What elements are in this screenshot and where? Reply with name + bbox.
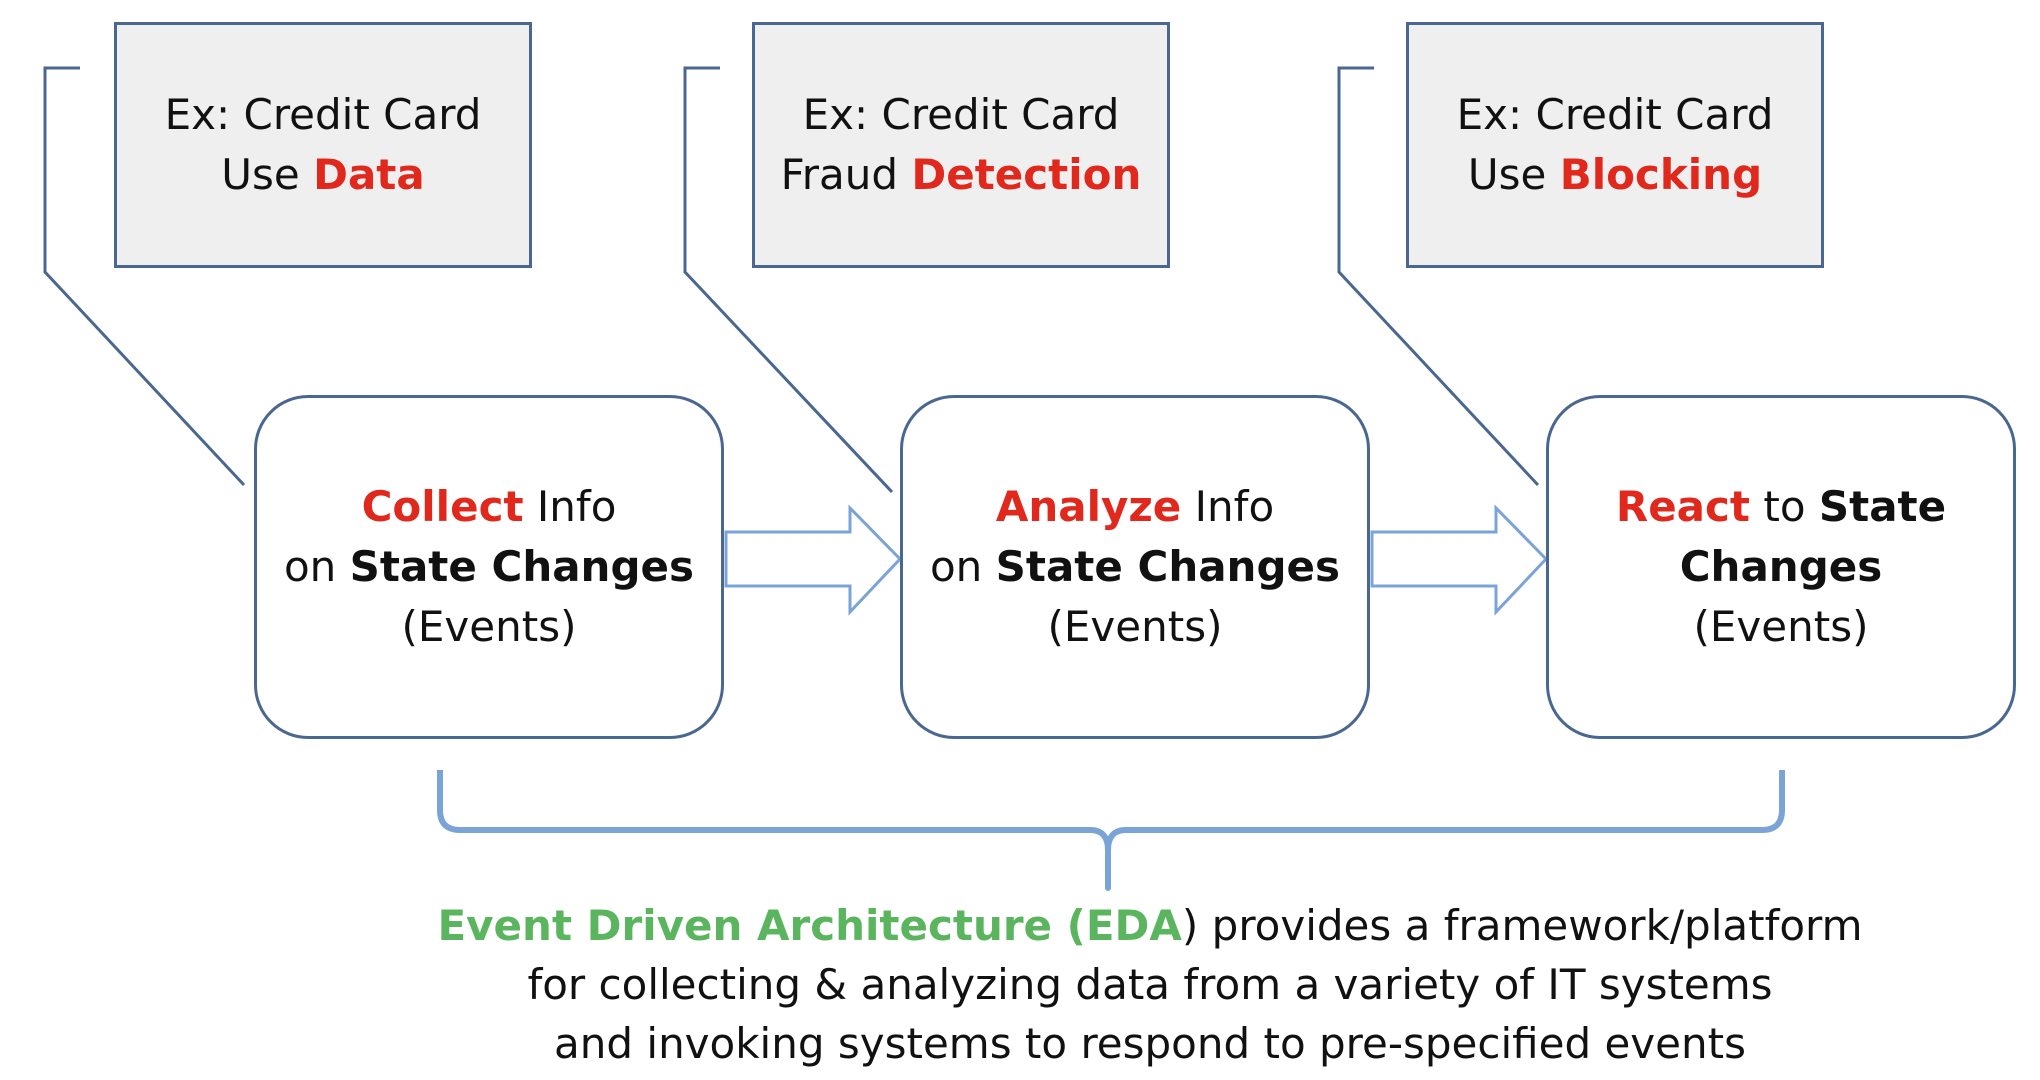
callout-line-2: [683, 66, 894, 494]
caption-highlight: Event Driven Architecture (EDA: [437, 901, 1182, 950]
step-rest: Info: [1181, 482, 1275, 531]
arrow-collect-to-analyze: [724, 504, 903, 616]
step-highlight: React: [1615, 482, 1751, 531]
example-box-detection: Ex: Credit Card Fraud Detection: [752, 22, 1170, 268]
caption-line2: for collecting & analyzing data from a v…: [527, 960, 1773, 1009]
caption-line1: Event Driven Architecture (EDA) provides…: [340, 896, 1960, 955]
example-line1: Ex: Credit Card: [164, 90, 482, 139]
example-prefix: Fraud: [780, 150, 912, 199]
step-line1: Analyze Info: [996, 477, 1274, 537]
example-box-data: Ex: Credit Card Use Data: [114, 22, 532, 268]
step-line1: React to State: [1616, 477, 1946, 537]
eda-caption: Event Driven Architecture (EDA) provides…: [340, 896, 1960, 1073]
arrow-analyze-to-react: [1370, 504, 1549, 616]
step-box-analyze: Analyze Info on State Changes (Events): [900, 395, 1370, 739]
step-line1: Collect Info: [362, 477, 617, 537]
caption-line1-rest: ) provides a framework/platform: [1181, 901, 1863, 950]
example-prefix: Use: [1467, 150, 1560, 199]
example-line1: Ex: Credit Card: [1456, 90, 1774, 139]
step-line3: (Events): [1693, 602, 1869, 651]
step-line2: on State Changes: [930, 537, 1340, 597]
step-highlight: Analyze: [995, 482, 1182, 531]
step-box-collect: Collect Info on State Changes (Events): [254, 395, 724, 739]
example-line2: Use Data: [221, 145, 424, 205]
callout-line-3: [1337, 66, 1540, 487]
example-highlight: Blocking: [1559, 150, 1763, 199]
step-line2: on State Changes: [284, 537, 694, 597]
step-line3: (Events): [1047, 602, 1223, 651]
step-line3: (Events): [401, 602, 577, 651]
example-line2: Fraud Detection: [781, 145, 1142, 205]
step-line2: Changes: [1680, 537, 1883, 597]
step-prefix: on: [929, 542, 996, 591]
example-highlight: Data: [313, 150, 425, 199]
step-box-react: React to State Changes (Events): [1546, 395, 2016, 739]
step-bold: State: [1818, 482, 1947, 531]
example-highlight: Detection: [911, 150, 1142, 199]
grouping-brace: [437, 770, 1785, 891]
step-highlight: Collect: [361, 482, 524, 531]
step-bold: Changes: [1679, 542, 1883, 591]
callout-line-1: [43, 66, 246, 487]
step-bold: State Changes: [995, 542, 1341, 591]
step-prefix: on: [283, 542, 350, 591]
example-box-blocking: Ex: Credit Card Use Blocking: [1406, 22, 1824, 268]
caption-line3: and invoking systems to respond to pre-s…: [554, 1019, 1746, 1068]
example-prefix: Use: [221, 150, 314, 199]
step-bold: State Changes: [349, 542, 695, 591]
example-line1: Ex: Credit Card: [802, 90, 1120, 139]
step-rest: Info: [523, 482, 617, 531]
step-rest: to: [1750, 482, 1819, 531]
example-line2: Use Blocking: [1468, 145, 1762, 205]
